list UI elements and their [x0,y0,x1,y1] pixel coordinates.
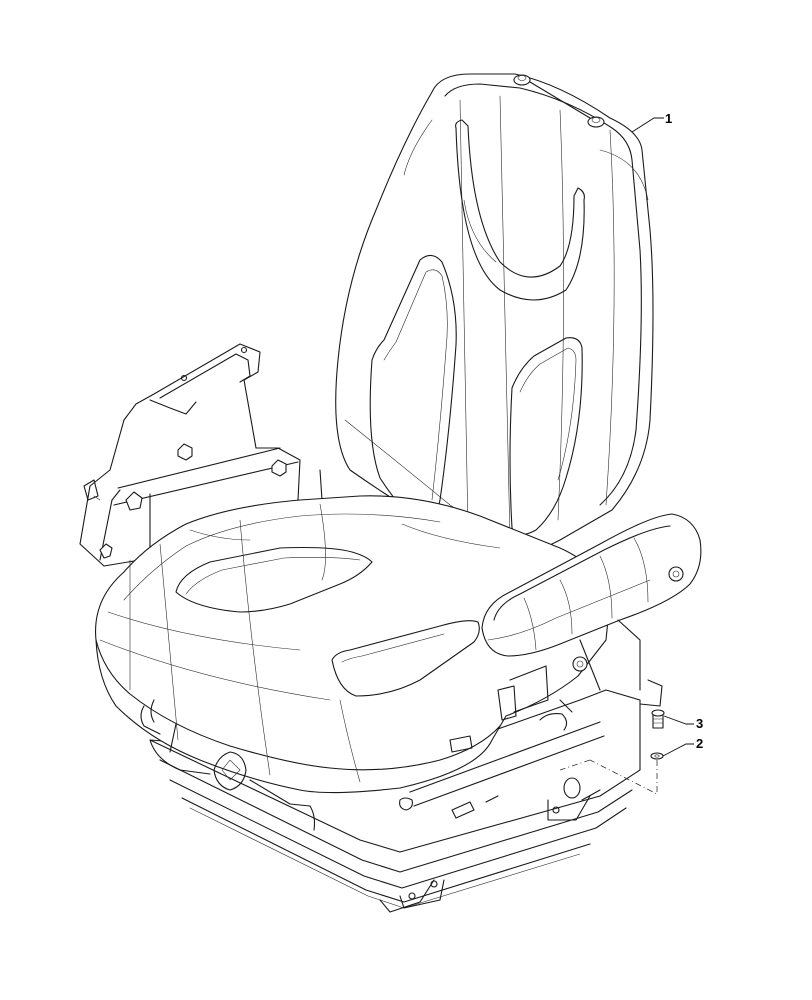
armrest [481,513,702,691]
callout-1: 1 [665,111,672,126]
washer-icon [650,752,664,760]
bolt-icon [651,709,665,729]
callout-2: 2 [696,736,703,751]
callout-3: 3 [696,716,703,731]
backrest [335,73,654,561]
adjustment-levers [140,665,549,831]
leader-line-2 [662,743,694,757]
leader-line-3 [663,715,694,725]
seat-cushion [95,495,611,794]
callouts: 1 3 2 [631,111,703,757]
leader-line-1 [631,117,664,133]
